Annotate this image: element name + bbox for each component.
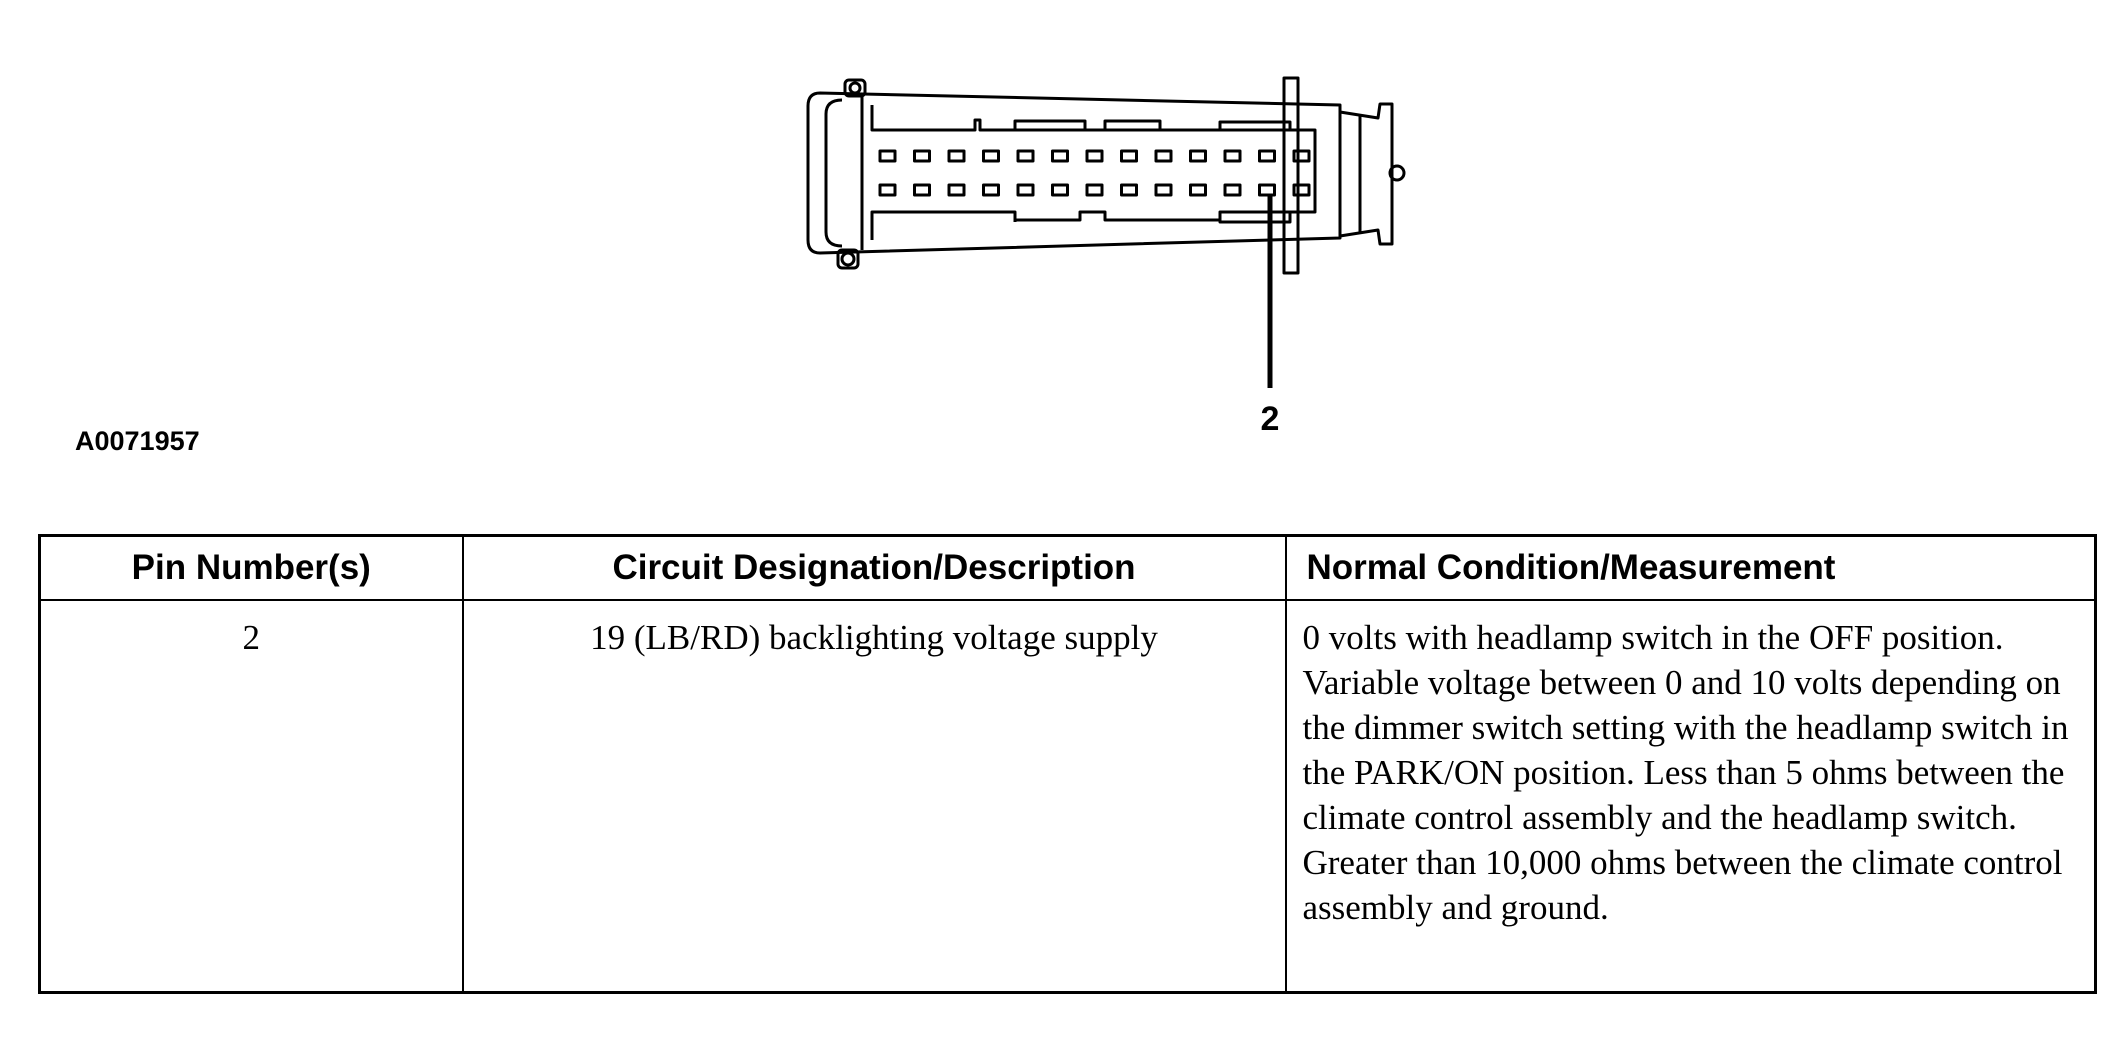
pin-row-bottom (878, 183, 1311, 197)
connector-nose-inner (824, 98, 843, 248)
terminal-cavity-pin (947, 149, 966, 163)
terminal-cavity-pin (1189, 149, 1207, 163)
pin-row-top (878, 149, 1311, 163)
terminal-cavity-pin (1223, 149, 1242, 163)
bottom-lug (836, 248, 860, 270)
pin-table: Pin Number(s) Circuit Designation/Descri… (38, 534, 2097, 994)
terminal-cavity-pin (913, 149, 931, 163)
pin-callout-label: 2 (1260, 400, 1280, 438)
terminal-cavity-pin (1223, 183, 1242, 197)
header-circuit-designation: Circuit Designation/Description (461, 534, 1287, 601)
top-lug (843, 78, 867, 98)
rear-shroud (1339, 102, 1394, 246)
terminal-cavity-pin (878, 183, 897, 197)
terminal-cavity-pin (1292, 149, 1311, 163)
terminal-cavity-pin (1051, 149, 1069, 163)
connector-diagram (806, 76, 1406, 388)
header-normal-condition: Normal Condition/Measurement (1284, 534, 2097, 601)
table-row: 2 19 (LB/RD) backlighting voltage supply… (38, 599, 2097, 994)
cell-circuit-description: 19 (LB/RD) backlighting voltage supply (461, 599, 1287, 994)
terminal-cavity-pin (1292, 183, 1311, 197)
terminal-cavity-pin (1120, 149, 1138, 163)
terminal-cavity-pin (913, 183, 931, 197)
table-header-row: Pin Number(s) Circuit Designation/Descri… (38, 534, 2097, 601)
terminal-cavity-pin (1085, 149, 1104, 163)
cavity-bottom-key (1013, 212, 1292, 224)
connector-body (806, 91, 1342, 255)
rear-latch-bump (1388, 164, 1406, 182)
terminal-cavity-pin (1085, 183, 1104, 197)
bottom-lug-hole (840, 251, 856, 267)
terminal-cavity-pin (1258, 183, 1276, 197)
terminal-cavity (870, 105, 1317, 240)
terminal-cavity-pin (1051, 183, 1069, 197)
terminal-cavity-pin (947, 183, 966, 197)
header-pin-number: Pin Number(s) (38, 534, 464, 601)
terminal-cavity-pin (1016, 183, 1035, 197)
locking-tab (1282, 76, 1300, 275)
terminal-cavity-pin (982, 183, 1000, 197)
figure-id: A0071957 (75, 426, 200, 456)
terminal-cavity-pin (1189, 183, 1207, 197)
terminal-cavity-pin (878, 149, 897, 163)
terminal-cavity-pin (1154, 149, 1173, 163)
terminal-cavity-pin (1016, 149, 1035, 163)
cell-pin-number: 2 (38, 599, 464, 994)
cell-normal-condition: 0 volts with headlamp switch in the OFF … (1284, 599, 2097, 994)
terminal-cavity-pin (1154, 183, 1173, 197)
top-lug-hole (848, 81, 862, 95)
terminal-cavity-pin (1258, 149, 1276, 163)
terminal-cavity-pin (982, 149, 1000, 163)
cavity-top-key (1013, 119, 1292, 130)
terminal-cavity-pin (1120, 183, 1138, 197)
